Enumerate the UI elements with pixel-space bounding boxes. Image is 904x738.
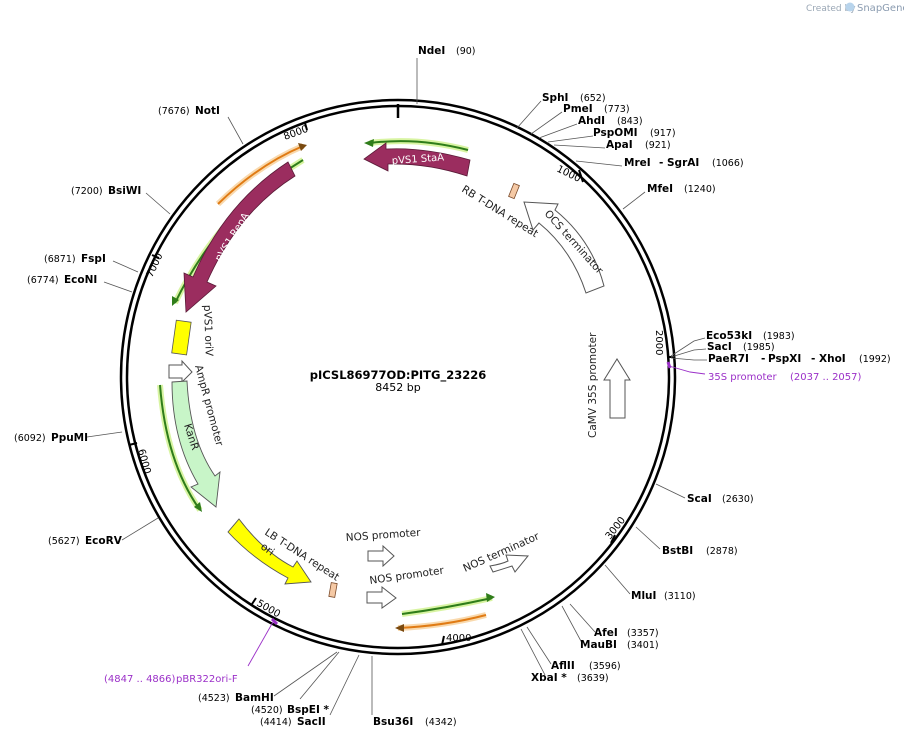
feature-pvs1-staa [363, 142, 471, 177]
site-position: (2630) [722, 494, 754, 505]
site-position: (5627) [48, 536, 80, 547]
site-position: (3357) [627, 628, 659, 639]
site-separator: - [659, 157, 663, 169]
site-name: EcoNI [64, 274, 97, 286]
site-position: (6092) [14, 433, 46, 444]
site-name: SgrAI [667, 157, 699, 169]
plasmid-length: 8452 bp [375, 381, 420, 394]
site-position: (1983) [763, 331, 795, 342]
site-position: (3110) [664, 591, 696, 602]
site-name: ApaI [606, 139, 633, 151]
site-name: SphI [542, 92, 568, 104]
site-name: MreI [624, 157, 651, 169]
site-name: AfeI [594, 627, 618, 639]
site-position: (1992) [859, 354, 891, 365]
tick-label-4000: 4000 [446, 633, 471, 644]
feature-label: NOS promoter [369, 565, 445, 587]
feature-camv35s [603, 358, 631, 419]
site-position: (921) [645, 140, 671, 151]
site-position: (7676) [158, 106, 190, 117]
credit-text: Created by [806, 4, 856, 14]
site-leader-lines [86, 58, 707, 716]
site-name: SacI [707, 341, 732, 353]
primer-35s-marker [666, 361, 706, 375]
site-position: (4342) [425, 717, 457, 728]
feature-nos-promoter-1 [367, 544, 395, 568]
site-name: MluI [631, 590, 656, 602]
feature-label: pVS1 oriV [201, 305, 215, 358]
site-name: XhoI [819, 353, 846, 365]
tick-label-2000: 2000 [653, 330, 664, 355]
site-position: (4414) [260, 717, 292, 728]
site-position: (1240) [684, 184, 716, 195]
feature-label: pVS1 StaA [391, 152, 444, 167]
site-name: XbaI * [531, 672, 567, 684]
site-name: AflII [551, 660, 575, 672]
site-name: PspOMI [593, 127, 638, 139]
site-name: ScaI [687, 493, 712, 505]
site-separator: - [811, 353, 815, 365]
site-position: (4523) [198, 693, 230, 704]
site-position: (843) [617, 116, 643, 127]
site-name: PspXI [768, 353, 801, 365]
site-name: EcoRV [85, 535, 123, 547]
site-name: NdeI [418, 45, 445, 57]
site-name: FspI [81, 253, 106, 265]
site-position: (917) [650, 128, 676, 139]
site-name: AhdI [578, 115, 605, 127]
site-position: (3401) [627, 640, 659, 651]
feature-label: CaMV 35S promoter [587, 332, 599, 438]
feature-lb-tdna [328, 582, 338, 598]
site-name: PpuMI [51, 432, 88, 444]
backbone-outer [119, 98, 677, 656]
feature-nos-promoter-2 [366, 585, 397, 609]
site-name: MauBI [580, 639, 617, 651]
feature-ampr-promoter [168, 359, 193, 384]
site-name: BamHI [235, 692, 274, 704]
feature-ori [227, 518, 312, 585]
site-position: (1066) [712, 158, 744, 169]
feature-kanr [171, 380, 221, 508]
snapgene-logo-icon [845, 2, 855, 12]
site-name: BstBI [662, 545, 693, 557]
primer-name: 35S promoter [708, 372, 778, 383]
feature-ocs-terminator [523, 201, 605, 294]
site-name: PaeR7I [708, 353, 749, 365]
site-name: MfeI [647, 183, 673, 195]
site-position: (3596) [589, 661, 621, 672]
site-position: (1985) [743, 342, 775, 353]
site-position: (652) [580, 93, 606, 104]
site-position: (6871) [44, 254, 76, 265]
site-name: Bsu36I [373, 716, 413, 728]
site-position: (2878) [706, 546, 738, 557]
feature-nos-terminator [489, 554, 530, 573]
site-position: (4520) [251, 705, 283, 716]
site-position: (3639) [577, 673, 609, 684]
site-position: (6774) [27, 275, 59, 286]
tick-label-8000: 8000 [282, 124, 310, 143]
plasmid-name: pICSL86977OD:PITG_23226 [310, 368, 486, 383]
feature-pvs1-repa [183, 161, 296, 313]
primer-name: pBR322ori-F [176, 674, 238, 685]
feature-pvs1-oriv [171, 319, 192, 356]
site-name: PmeI [563, 103, 593, 115]
site-name: SacII [297, 716, 326, 728]
credit-brand: SnapGene [857, 3, 904, 14]
primer-range: (4847 .. 4866) [104, 674, 176, 685]
site-position: (773) [604, 104, 630, 115]
site-separator: - [761, 353, 765, 365]
site-name: Eco53kI [706, 330, 752, 342]
site-name: BspEI * [287, 704, 330, 716]
site-position: (7200) [71, 186, 103, 197]
site-name: BsiWI [108, 185, 141, 197]
site-position: (90) [456, 46, 476, 57]
feature-label: NOS promoter [345, 527, 421, 544]
primer-pbr322-marker [247, 617, 279, 667]
feature-label: OCS terminator [542, 208, 606, 277]
site-name: NotI [195, 105, 220, 117]
feature-rb-tdna [508, 182, 520, 200]
primer-range: (2037 .. 2057) [790, 372, 862, 383]
